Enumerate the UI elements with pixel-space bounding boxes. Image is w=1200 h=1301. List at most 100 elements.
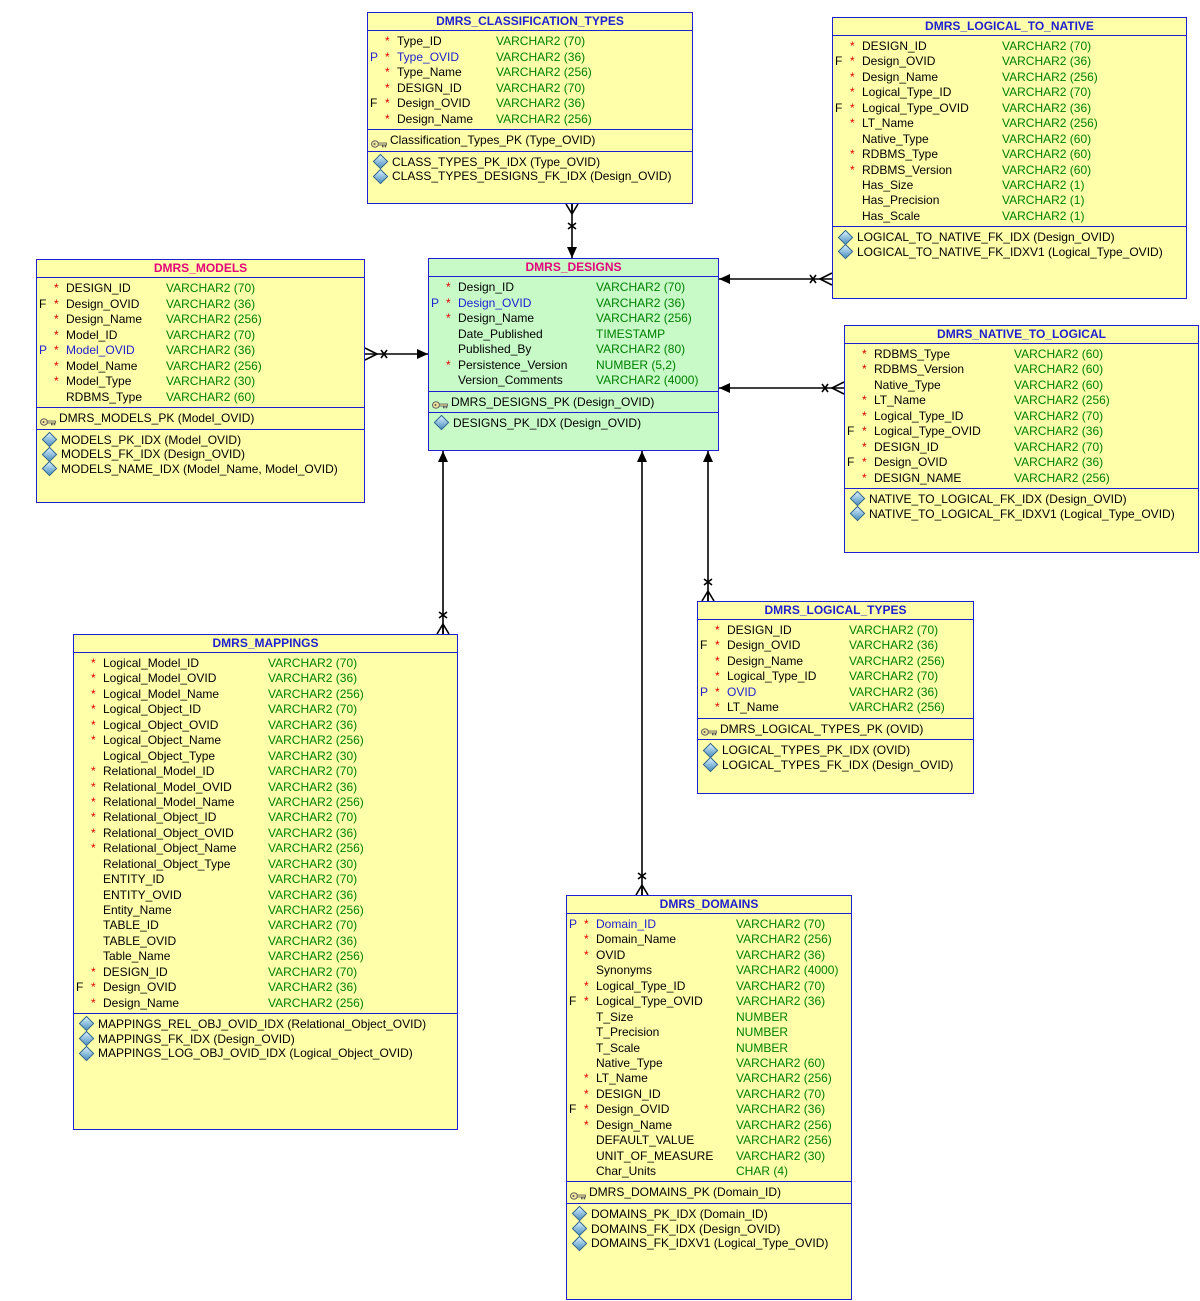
index-row[interactable]: DOMAINS_FK_IDX (Design_OVID) bbox=[567, 1220, 851, 1237]
primary-key-row[interactable]: DMRS_MODELS_PK (Model_OVID) bbox=[37, 411, 364, 426]
index-row[interactable]: LOGICAL_TYPES_PK_IDX (OVID) bbox=[698, 742, 973, 758]
index-row[interactable]: NATIVE_TO_LOGICAL_FK_IDX (Design_OVID) bbox=[845, 490, 1198, 507]
index-row[interactable]: MAPPINGS_FK_IDX (Design_OVID) bbox=[74, 1030, 457, 1047]
primary-key-row[interactable]: DMRS_LOGICAL_TYPES_PK (OVID) bbox=[698, 722, 973, 737]
primary-key-row[interactable]: DMRS_DESIGNS_PK (Design_OVID) bbox=[429, 395, 718, 410]
primary-key-row[interactable]: Classification_Types_PK (Type_OVID) bbox=[368, 133, 692, 148]
index-row[interactable]: LOGICAL_TYPES_FK_IDX (Design_OVID) bbox=[698, 756, 973, 773]
index-row[interactable]: MODELS_FK_IDX (Design_OVID) bbox=[37, 446, 364, 462]
primary-key-row[interactable]: DMRS_DOMAINS_PK (Domain_ID) bbox=[567, 1185, 851, 1200]
index-row[interactable]: MODELS_NAME_IDX (Model_Name, Model_OVID) bbox=[37, 460, 364, 477]
index-row[interactable]: DOMAINS_FK_IDXV1 (Logical_Type_OVID) bbox=[567, 1235, 851, 1251]
index-row[interactable]: CLASS_TYPES_PK_IDX (Type_OVID) bbox=[368, 153, 692, 170]
index-row[interactable]: CLASS_TYPES_DESIGNS_FK_IDX (Design_OVID) bbox=[368, 168, 692, 184]
index-row[interactable]: MODELS_PK_IDX (Model_OVID) bbox=[37, 431, 364, 448]
index-row[interactable]: LOGICAL_TO_NATIVE_FK_IDXV1 (Logical_Type… bbox=[833, 243, 1186, 260]
index-row[interactable]: LOGICAL_TO_NATIVE_FK_IDX (Design_OVID) bbox=[833, 229, 1186, 245]
index-row[interactable]: DOMAINS_PK_IDX (Domain_ID) bbox=[567, 1206, 851, 1222]
index-row[interactable]: MAPPINGS_LOG_OBJ_OVID_IDX (Logical_Objec… bbox=[74, 1045, 457, 1061]
index-row[interactable]: MAPPINGS_REL_OBJ_OVID_IDX (Relational_Ob… bbox=[74, 1016, 457, 1032]
